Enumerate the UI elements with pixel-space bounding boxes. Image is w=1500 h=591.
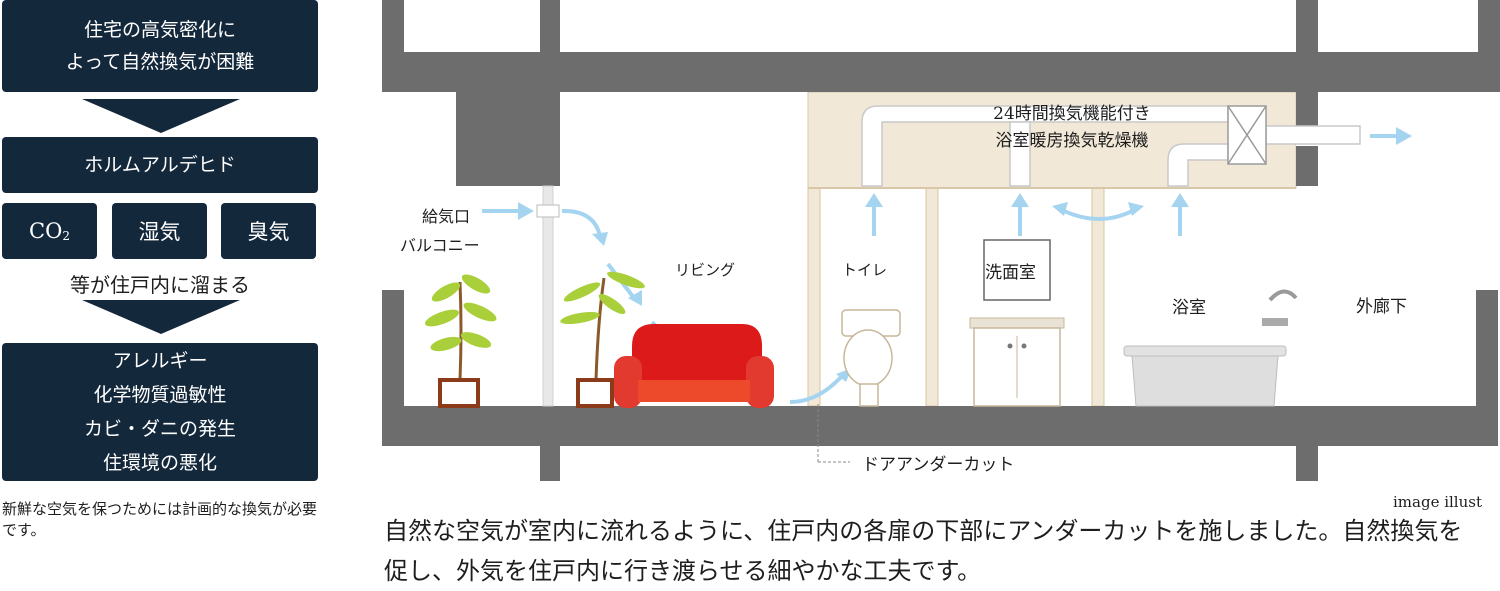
fan-unit (1227, 105, 1267, 165)
corridor-label: 外廊下 (1356, 297, 1407, 317)
consequence-line-2: 化学物質過敏性 (93, 384, 227, 406)
problem-line-1: 住宅の高気密化に (83, 19, 236, 41)
humidity-label: 湿気 (138, 220, 181, 244)
toilet-label: トイレ (842, 261, 888, 279)
consequence-line-4: 住環境の悪化 (102, 452, 217, 474)
consequence-line-3: カビ・ダニの発生 (83, 418, 236, 440)
bathtub (1123, 289, 1298, 407)
formaldehyde-box: ホルムアルデヒド (2, 137, 318, 193)
accumulate-text: 等が住戸内に溜まる (70, 273, 250, 297)
balcony-plant (424, 274, 497, 408)
balcony-label: バルコニー (400, 236, 480, 255)
odor-box: 臭気 (221, 203, 316, 259)
bathroom-label: 浴室 (1172, 298, 1206, 318)
supply-pipe (542, 185, 554, 407)
toilet (841, 309, 901, 407)
odor-label: 臭気 (247, 220, 290, 244)
fan-label-line-1: 24時間換気機能付き (993, 104, 1151, 124)
living-plant (560, 271, 645, 408)
door-undercut-label: ドアアンダーカット (862, 455, 1015, 475)
ventilation-note: 新鮮な空気を保つためには計画的な換気が必要です。 (2, 500, 318, 539)
exhaust-ducts (861, 105, 1361, 187)
formaldehyde-label: ホルムアルデヒド (84, 154, 236, 176)
fan-label: 24時間換気機能付き 浴室暖房換気乾燥機 (984, 101, 1160, 155)
wash-basin (969, 239, 1065, 407)
supply-vent (536, 204, 560, 218)
consequence-box: アレルギー 化学物質過敏性 カビ・ダニの発生 住環境の悪化 (2, 343, 318, 481)
humidity-box: 湿気 (112, 203, 207, 259)
consequence-line-1: アレルギー (112, 350, 208, 372)
image-illust-note: image illust (1393, 493, 1482, 511)
ventilation-section-illustration (382, 0, 1500, 481)
sofa (614, 324, 774, 408)
problem-line-2: よって自然換気が困難 (65, 51, 255, 73)
caption-text: 自然な空気が室内に流れるように、住戸内の各扉の下部にアンダーカットを施しました。… (384, 517, 1463, 585)
problem-box: 住宅の高気密化に よって自然換気が困難 (2, 0, 318, 92)
living-label: リビング (675, 261, 736, 279)
washroom-label: 洗面室 (985, 263, 1036, 283)
supply-vent-label: 給気口 (422, 207, 471, 226)
co2-label: CO (29, 219, 63, 243)
co2-subscript: 2 (62, 229, 70, 243)
fan-label-line-2: 浴室暖房換気乾燥機 (995, 131, 1149, 151)
flow-arrow-down-2 (82, 300, 240, 334)
flow-arrow-down-1 (82, 99, 240, 133)
concrete-structure (382, 0, 1500, 481)
